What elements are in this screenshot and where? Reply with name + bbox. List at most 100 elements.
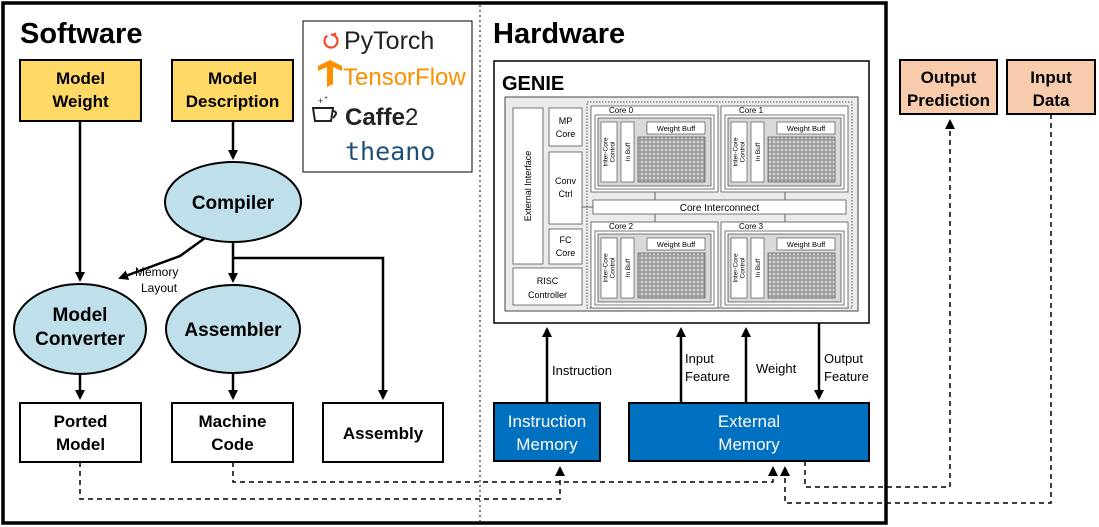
conv-ctrl: Conv Ctrl [548,151,583,225]
svg-text:FC: FC [560,235,572,245]
frameworks-panel: PyTorch TensorFlow + + Caffe2 theano [302,20,473,173]
inter-core-control-label: Inter-Core [733,137,740,167]
output-prediction-box: Output Prediction [899,59,998,115]
pytorch-label: PyTorch [344,27,434,55]
svg-text:Data: Data [1033,91,1070,110]
ported-model-box: Ported Model [19,402,142,463]
pe-array [767,252,836,299]
instruction-memory-box: Instruction Memory [493,402,601,462]
hardware-arrows [542,323,824,403]
svg-text:Core: Core [556,129,576,139]
assembly-box: Assembly [322,402,444,463]
caffe-cup-icon: + + [311,95,337,122]
mp-core: MP Core [548,107,583,147]
caffe2-label: Caffe2 [345,104,418,131]
svg-text:Model: Model [56,69,105,88]
svg-text:Compiler: Compiler [192,193,275,214]
svg-text:Conv: Conv [555,176,577,186]
genie-chip: GENIE External Interface MP Core Conv Ct… [493,60,870,324]
machine-code-box: Machine Code [171,402,294,463]
model-weight-box: Model Weight [19,59,142,122]
external-interface: External Interface [512,107,544,265]
core-label: Core 2 [609,222,634,231]
weight-buff-label: Weight Buff [657,124,696,133]
svg-text:RISC: RISC [537,276,559,286]
input-feature-label-2: Feature [685,369,730,384]
inter-core-control-label: Inter-Core [733,253,740,283]
svg-text:Machine: Machine [198,412,266,431]
svg-text:Ctrl: Ctrl [559,189,573,199]
weight-buff-label: Weight Buff [657,240,696,249]
external-memory-box: External Memory [628,402,870,462]
svg-text:Memory: Memory [718,435,780,454]
model-converter-node: Model Converter [13,283,147,375]
inter-core-control-label: Control [610,141,617,163]
compiler-node: Compiler [164,161,302,243]
theano-label: theano [345,137,435,166]
main-frame [1,1,888,525]
svg-text:+: + [318,96,323,106]
svg-text:MP: MP [559,116,573,126]
memory-layout-label-2: Layout [141,281,178,295]
input-feature-label: Input [685,351,714,366]
svg-text:Controller: Controller [528,290,567,300]
instruction-label: Instruction [552,363,612,378]
svg-text:External: External [718,412,780,431]
assembler-node: Assembler [165,284,301,374]
pe-array [637,136,706,183]
weight-buff-label: Weight Buff [787,124,826,133]
core-interconnect: Core Interconnect [592,199,847,215]
tensorflow-label: TensorFlow [343,64,466,91]
svg-text:Converter: Converter [35,329,125,350]
svg-text:Instruction: Instruction [508,412,586,431]
software-arrows [75,121,388,400]
inter-core-control-label: Inter-Core [603,253,610,283]
svg-text:Code: Code [211,435,254,454]
weight-label: Weight [756,361,797,376]
weight-buff-label: Weight Buff [787,240,826,249]
genie-title: GENIE [502,73,564,95]
input-data-box: Input Data [1006,59,1096,115]
pe-array [637,252,706,299]
svg-text:Assembly: Assembly [343,424,424,443]
risc-controller: RISC Controller [512,267,583,306]
core-label: Core 1 [739,106,764,115]
in-buff-label: In Buff [625,142,632,161]
pytorch-logo-icon [323,30,339,49]
svg-text:Ported: Ported [54,412,108,431]
svg-text:Prediction: Prediction [907,91,990,110]
in-buff-label: In Buff [755,258,762,277]
svg-text:Input: Input [1030,68,1072,87]
svg-text:+: + [324,95,328,102]
memory-layout-label: Memory [135,265,178,279]
svg-text:Model: Model [56,435,105,454]
software-title: Software [20,18,142,50]
core-label: Core 0 [609,106,634,115]
core-links [582,192,786,222]
svg-text:Weight: Weight [52,92,109,111]
fc-core: FC Core [548,228,583,265]
in-buff-label: In Buff [755,142,762,161]
pe-array [767,136,836,183]
svg-text:Output: Output [921,68,977,87]
svg-text:Model: Model [208,69,257,88]
svg-text:Memory: Memory [516,435,578,454]
model-description-box: Model Description [171,59,294,122]
hardware-title: Hardware [493,18,625,50]
svg-text:Core Interconnect: Core Interconnect [680,203,760,214]
inter-core-control-label: Control [740,257,747,279]
output-feature-label-2: Feature [824,369,869,384]
dashed-flows [79,114,1052,504]
svg-text:Model: Model [53,305,108,326]
core-label: Core 3 [739,222,764,231]
inter-core-control-label: Inter-Core [603,137,610,167]
svg-text:External Interface: External Interface [523,151,533,222]
inter-core-control-label: Control [740,141,747,163]
tensorflow-logo-icon [318,60,342,87]
svg-text:Assembler: Assembler [184,320,282,341]
